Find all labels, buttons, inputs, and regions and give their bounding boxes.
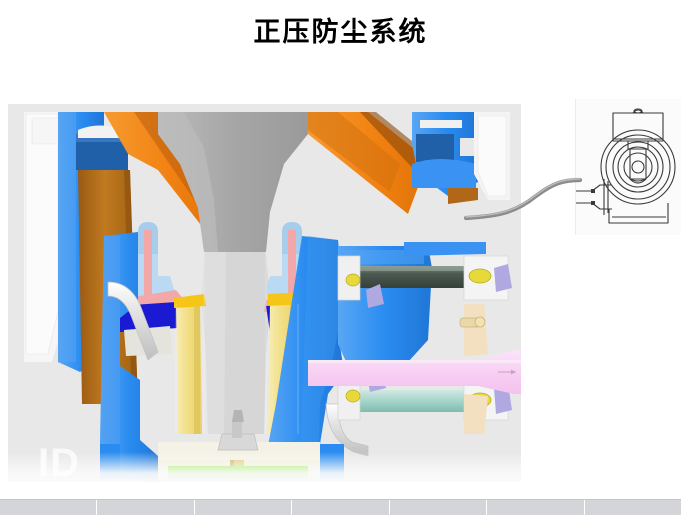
- bottom-bar-segment[interactable]: [292, 500, 390, 515]
- bottom-bar-segment[interactable]: [0, 500, 98, 515]
- bottom-bar-segment[interactable]: [97, 500, 195, 515]
- inset-panel: [575, 99, 681, 235]
- bottom-bar-segment[interactable]: [389, 500, 488, 515]
- figure-panel: ID: [8, 104, 521, 482]
- figure-watermark: ID: [38, 441, 80, 482]
- figure-bottom-fade: [8, 452, 521, 482]
- page-title: 正压防尘系统: [253, 17, 428, 48]
- bottom-bar-segment[interactable]: [584, 500, 681, 515]
- bottom-status-bar[interactable]: [0, 499, 681, 515]
- crusher-section-svg: [8, 104, 521, 482]
- blower-assembly-line-drawing: [576, 99, 681, 235]
- cone-crusher-cross-section: ID: [8, 104, 521, 482]
- bottom-bar-segment[interactable]: [487, 500, 585, 515]
- bottom-bar-segment[interactable]: [194, 500, 293, 515]
- title-row: 正压防尘系统: [0, 18, 681, 48]
